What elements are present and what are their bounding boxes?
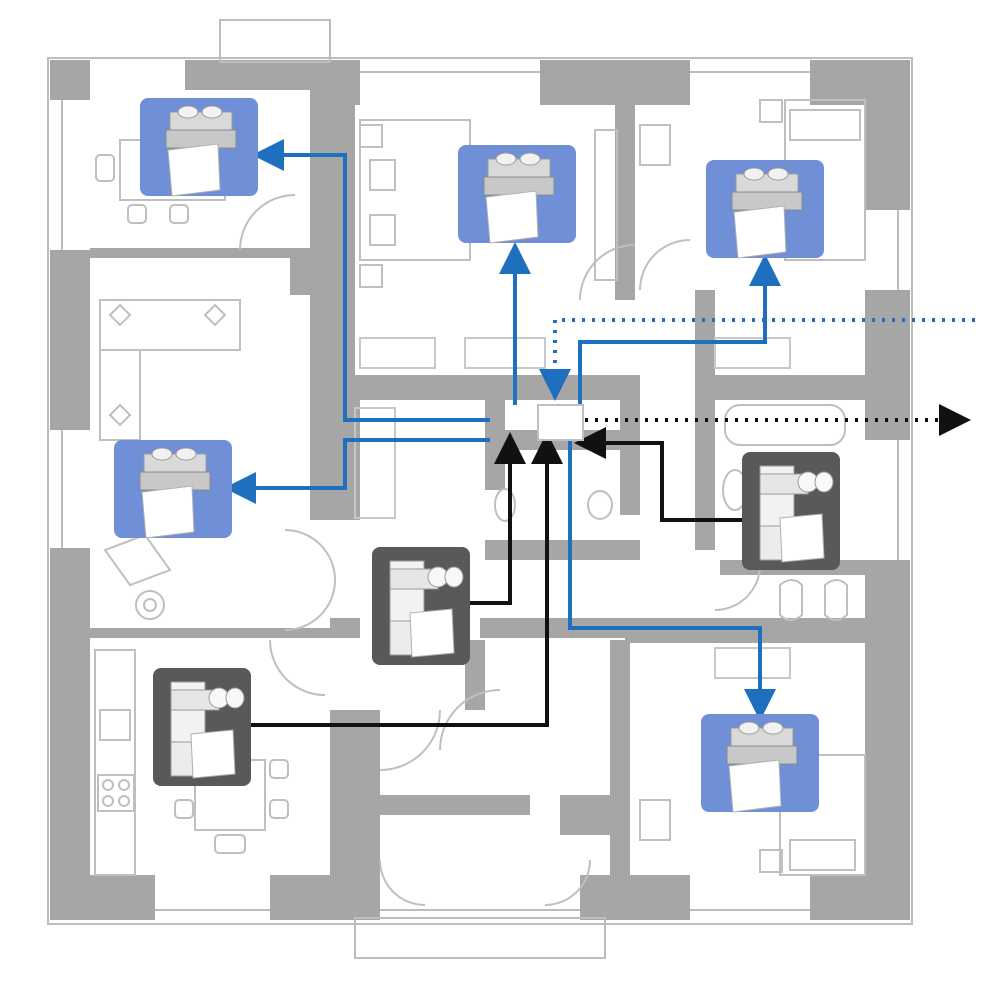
supply-duct-bedroom-ne (578, 254, 781, 405)
supply-duct-dining-nw (252, 139, 490, 422)
furniture (94, 99, 866, 906)
extract-ducts (250, 427, 742, 727)
intake-dotted (539, 318, 975, 401)
extract-valve-icon (152, 667, 252, 787)
supply-valve-icon (700, 713, 820, 813)
extract-valve-icon (371, 546, 471, 666)
supply-valve-icon (705, 159, 825, 259)
walls (50, 60, 910, 920)
supply-duct-living-west (224, 438, 490, 504)
extract-duct-bathroom-east (574, 427, 742, 522)
supply-valve-icon (139, 97, 259, 197)
wall-outlines (47, 19, 913, 959)
supply-ducts (224, 139, 781, 721)
supply-duct-bedroom-se (568, 440, 776, 721)
extract-duct-hall-center (470, 432, 526, 605)
supply-valve-icon (113, 439, 233, 539)
ventilation-unit (537, 404, 584, 441)
extract-duct-kitchen-sw (250, 432, 563, 727)
extract-valve-icon (741, 451, 841, 571)
supply-valve-icon (457, 144, 577, 244)
